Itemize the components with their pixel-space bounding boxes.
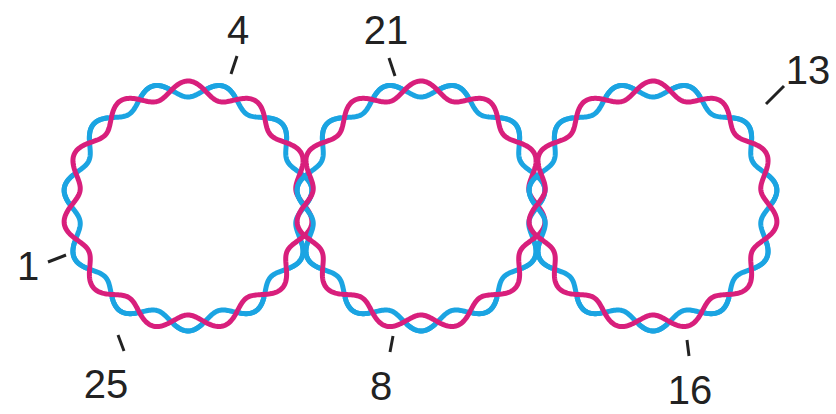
dna-strand bbox=[501, 118, 520, 140]
leader-line bbox=[231, 56, 237, 74]
leader-line bbox=[390, 336, 393, 352]
dna-strand bbox=[733, 118, 752, 140]
callout-number: 16 bbox=[668, 370, 713, 410]
dna-strand bbox=[606, 85, 634, 97]
dna-strand bbox=[440, 85, 468, 97]
dna-strand bbox=[306, 242, 320, 268]
callout-number: 8 bbox=[370, 366, 392, 406]
dna-strand bbox=[529, 81, 777, 327]
leader-line bbox=[118, 335, 124, 351]
dna-strand bbox=[141, 85, 169, 97]
leader-line bbox=[389, 58, 395, 76]
dna-strand bbox=[577, 297, 601, 313]
leader-line bbox=[48, 255, 66, 262]
dna-strand bbox=[89, 118, 108, 140]
leader-line bbox=[766, 86, 784, 104]
dna-strand bbox=[322, 118, 341, 140]
dna-strand bbox=[638, 324, 667, 331]
callout-number: 25 bbox=[84, 364, 129, 404]
dna-strand bbox=[268, 118, 287, 140]
callout-number: 1 bbox=[17, 246, 39, 286]
dna-strand bbox=[297, 81, 545, 327]
callout-number: 13 bbox=[786, 50, 831, 90]
leader-lines bbox=[48, 56, 784, 356]
dna-strand bbox=[554, 118, 573, 140]
dna-strand bbox=[672, 85, 700, 97]
dna-strand bbox=[754, 242, 768, 268]
dna-strand bbox=[768, 175, 777, 204]
dna-rings bbox=[64, 81, 777, 331]
dna-strand bbox=[64, 175, 73, 204]
dna-strand bbox=[207, 85, 235, 97]
dna-strand bbox=[64, 81, 312, 327]
dna-strand bbox=[345, 297, 369, 313]
dna-strand bbox=[112, 297, 136, 313]
dna-strand bbox=[406, 324, 435, 331]
dna-strand bbox=[239, 297, 263, 313]
dna-strand bbox=[529, 175, 538, 204]
dna-strand bbox=[173, 324, 202, 331]
dna-strand bbox=[374, 85, 402, 97]
dna-strand bbox=[73, 242, 87, 268]
dna-strand bbox=[472, 297, 496, 313]
callout-number: 4 bbox=[227, 10, 249, 50]
dna-strand bbox=[297, 175, 306, 204]
dna-strand bbox=[522, 242, 536, 268]
dna-strand bbox=[289, 242, 303, 268]
dna-strand bbox=[704, 297, 728, 313]
leader-line bbox=[687, 340, 689, 356]
callout-number: 21 bbox=[364, 10, 409, 50]
dna-strand bbox=[538, 242, 552, 268]
